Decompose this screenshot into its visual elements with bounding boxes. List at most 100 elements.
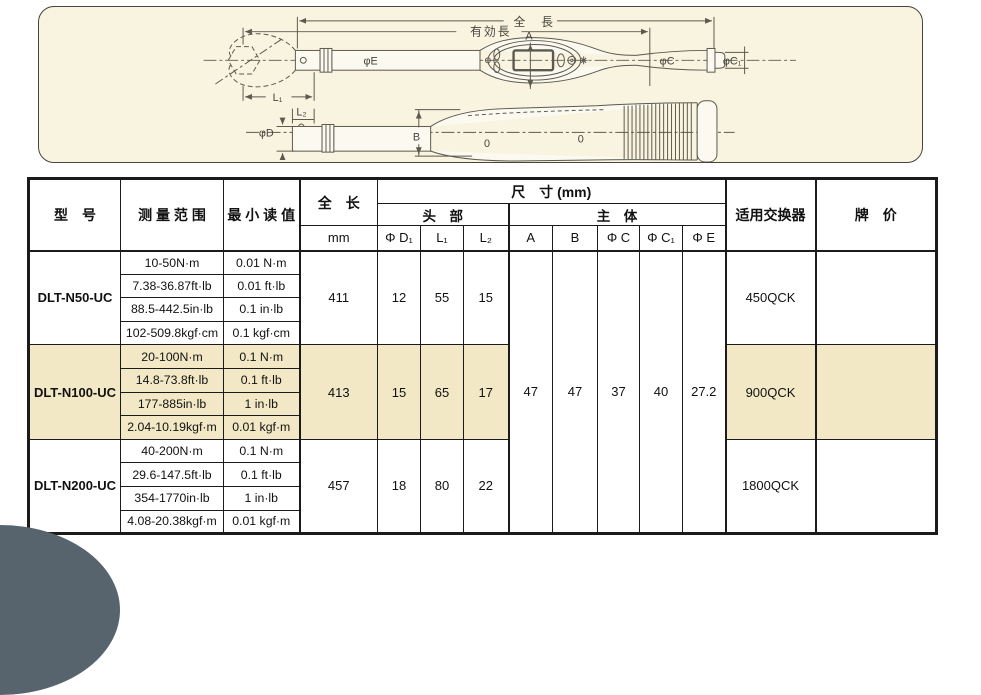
min-reading-cell: 0.1 kgf·cm [223,320,300,346]
range-cell: 20-100N·m [120,344,224,369]
table-row: 354-1770in·lb 1 in·lb [29,485,937,511]
range-cell: 88.5-442.5in·lb [120,297,224,322]
header-l2: L₂ [463,225,509,251]
range-cell: 2.04-10.19kgf·m [120,415,224,440]
min-reading-cell: 0.1 ft·lb [223,367,300,393]
l1-cell: 65 [420,344,464,440]
range-cell: 29.6-147.5ft·lb [120,462,224,487]
side-view [246,100,735,162]
range-cell: 7.38-36.87ft·lb [120,273,224,299]
range-cell: 4.08-20.38kgf·m [120,509,224,535]
label-a: A [525,31,533,43]
min-reading-cell: 1 in·lb [223,391,300,417]
header-min-reading: 最 小 读 值 [223,178,300,251]
screw-mark [579,56,588,65]
torque-wrench-drawing: 全 長 有効長 A φE φC φC₁ L₁ L₂ φD B 0 0 [203,15,796,162]
range-cell: 102-509.8kgf·cm [120,320,224,346]
label-phi-c: φC [660,55,675,67]
body-zero-mark-right: 0 [578,133,584,145]
label-effective-length: 有効長 [470,25,511,39]
model-cell: DLT-N200-UC [28,438,121,535]
header-b: B [552,225,598,251]
l1-cell: 55 [420,249,464,346]
range-cell: 40-200N·m [120,438,224,464]
model-cell: DLT-N50-UC [28,249,121,346]
label-phi-e: φE [364,55,378,67]
diagram-panel: 全 長 有効長 A φE φC φC₁ L₁ L₂ φD B 0 0 [38,6,923,163]
min-reading-cell: 0.1 in·lb [223,297,300,322]
table-row: DLT-N100-UC 20-100N·m 0.1 N·m 413 15 65 … [28,344,937,440]
lcd-display [512,49,555,72]
header-phi-c: Φ C [597,225,640,251]
total-length-cell: 457 [298,438,378,535]
grip-ribs [623,102,692,161]
header-model: 型 号 [28,178,121,251]
header-phi-e: Φ E [682,225,726,251]
spec-table: 型 号 测 量 范 围 最 小 读 值 全 长 尺 寸 (mm) 适用交换器 牌… [27,177,938,536]
min-reading-cell: 0.01 kgf·m [223,415,300,440]
label-l1: L₁ [273,92,283,104]
price-cell [814,438,937,535]
adapter-cell: 1800QCK [724,438,816,535]
phi-d1-cell: 15 [377,344,421,440]
label-phi-d: φD [259,127,274,139]
table-row: 4.08-20.38kgf·m 0.01 kgf·m [29,509,937,535]
table-row: 7.38-36.87ft·lb 0.01 ft·lb [29,273,937,299]
adapter-cell: 450QCK [724,249,816,346]
range-cell: 354-1770in·lb [120,485,224,511]
dial-button [567,55,577,65]
button-right [557,53,565,68]
shared-b-cell: 47 [552,249,598,535]
top-view [203,16,796,101]
min-reading-cell: 0.1 N·m [223,344,300,369]
min-reading-cell: 0.1 N·m [223,438,300,464]
model-cell: DLT-N100-UC [28,344,121,440]
table-row: 29.6-147.5ft·lb 0.1 ft·lb [29,462,937,487]
button-left-bottom [493,61,501,74]
label-phi-c1: φC₁ [723,55,742,67]
l2-cell: 17 [463,344,509,440]
min-reading-cell: 0.01 ft·lb [223,273,300,299]
shared-phi-e-cell: 27.2 [682,249,726,535]
total-length-cell: 413 [298,344,378,440]
header-range: 测 量 范 围 [120,178,224,251]
table-row: DLT-N200-UC 40-200N·m 0.1 N·m 457 18 80 … [28,438,937,535]
l1-cell: 80 [420,438,464,535]
shared-phi-c-cell: 37 [597,249,640,535]
adapter-cell: 900QCK [724,344,816,440]
header-adapter: 适用交换器 [724,178,816,251]
body-zero-mark-left: 0 [484,138,490,150]
header-dimensions: 尺 寸 (mm) [377,178,726,204]
table-row: 102-509.8kgf·cm 0.1 kgf·cm [29,320,937,346]
header-l1: L₁ [420,225,464,251]
button-left-top [493,48,501,61]
header-price: 牌 价 [814,178,937,251]
table-row: 2.04-10.19kgf·m 0.01 kgf·m [29,415,937,440]
header-a: A [507,225,553,251]
range-cell: 10-50N·m [120,249,224,275]
table-row: 177-885in·lb 1 in·lb [29,391,937,417]
min-reading-cell: 1 in·lb [223,485,300,511]
table-row: 88.5-442.5in·lb 0.1 in·lb [29,297,937,322]
hex-nut-outline [227,46,261,75]
header-total-length: 全 长 [298,178,378,226]
table-row: DLT-N50-UC 10-50N·m 0.01 N·m 411 12 55 1… [28,249,937,535]
page-corner-badge [0,525,120,695]
label-b: B [413,131,420,143]
phi-d1-cell: 18 [377,438,421,535]
header-phi-c1: Φ C₁ [639,225,683,251]
header-phi-d1: Φ D₁ [377,225,421,251]
table-row: 14.8-73.8ft·lb 0.1 ft·lb [29,367,937,393]
header-body-group: 主 体 [507,203,726,226]
min-reading-cell: 0.1 ft·lb [223,462,300,487]
l2-cell: 15 [463,249,509,346]
shared-phi-c1-cell: 40 [639,249,683,535]
l2-cell: 22 [463,438,509,535]
price-cell [814,249,937,346]
header-mm-unit: mm [298,225,378,251]
shared-a-cell: 47 [507,249,553,535]
label-l2: L₂ [296,107,306,119]
total-length-cell: 411 [298,249,378,346]
header-head-group: 头 部 [377,203,509,226]
range-cell: 14.8-73.8ft·lb [120,367,224,393]
